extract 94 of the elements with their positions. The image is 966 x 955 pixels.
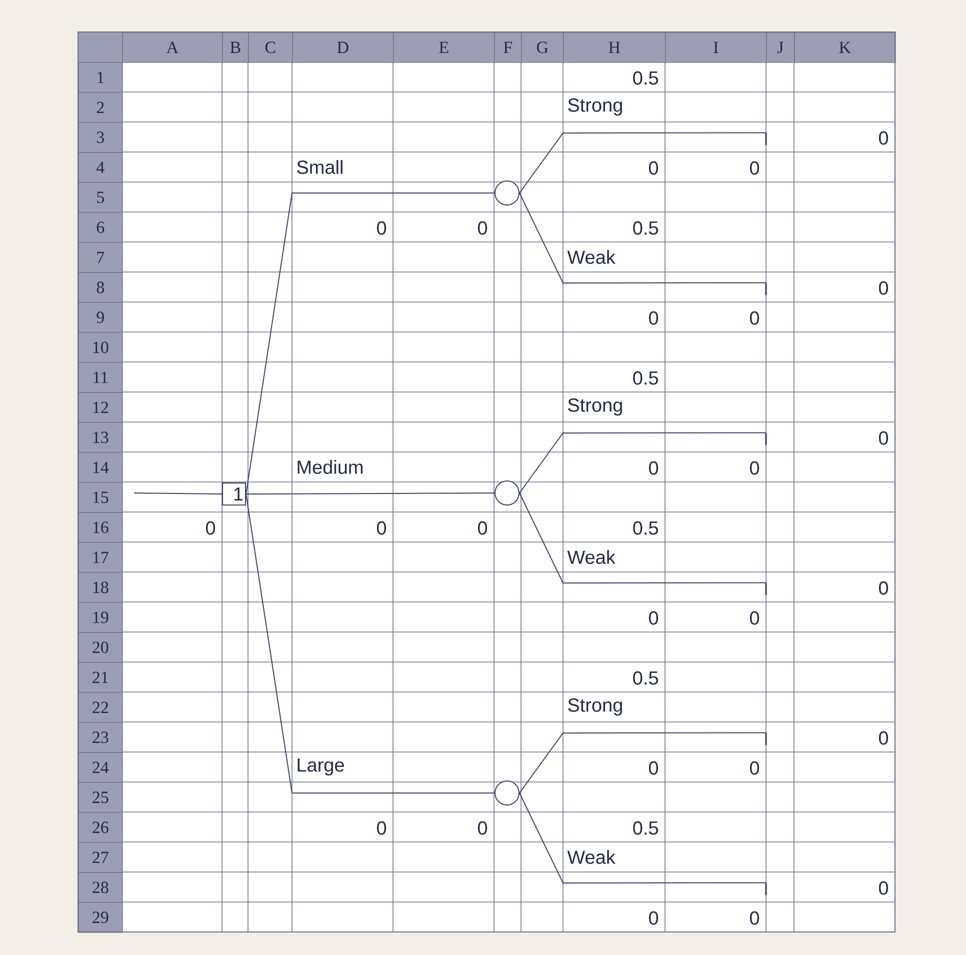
tree-branch	[519, 432, 766, 494]
edge-label: Large	[298, 758, 344, 776]
row-header: 12	[78, 392, 123, 423]
cell-value: 0	[376, 521, 386, 535]
cell-value: 0	[376, 821, 386, 835]
edge-label: Weak	[567, 250, 616, 264]
row-header: 26	[78, 812, 123, 843]
row-header: 24	[78, 752, 123, 783]
cell-value: 0.5	[633, 521, 658, 535]
cell-value: 0	[206, 521, 216, 535]
row-header: 14	[78, 452, 123, 483]
tree-branch	[246, 492, 495, 494]
cell-value: 0	[878, 731, 888, 745]
cell-value: 0	[878, 431, 888, 445]
chance-node	[494, 180, 520, 206]
row-header: 11	[78, 362, 123, 393]
cell-value: 0.5	[633, 821, 658, 835]
cell-value: 0	[648, 611, 658, 625]
column-header: C	[248, 32, 293, 63]
cell-value: 0	[648, 761, 658, 775]
tree-branch	[519, 132, 766, 194]
edge-label: Strong	[568, 98, 622, 116]
cell-value: 0	[750, 311, 760, 325]
row-header: 6	[78, 212, 123, 243]
row-header: 1	[78, 62, 123, 93]
cell-value: 0	[478, 521, 488, 535]
edge-label: Small	[297, 160, 342, 174]
tree-branch	[519, 792, 766, 884]
row-header: 8	[78, 272, 123, 303]
row-header: 20	[78, 632, 123, 663]
cell-value: 0	[878, 881, 888, 895]
cell-value: 0	[376, 221, 386, 235]
row-header: 27	[78, 842, 123, 873]
row-header: 5	[78, 182, 123, 213]
row-header: 9	[78, 302, 123, 333]
tree-branch	[246, 192, 495, 494]
cell-value: 0	[478, 221, 488, 235]
row-header: 13	[78, 422, 123, 453]
row-header: 17	[78, 542, 123, 573]
end-marker	[765, 433, 767, 445]
column-header: J	[766, 32, 795, 63]
cell-value: 0	[648, 311, 658, 325]
cell-value: 0.5	[633, 671, 658, 685]
cell-value: 0	[750, 611, 760, 625]
decision-box: 1	[222, 482, 246, 506]
cell-value: 0	[648, 461, 658, 475]
row-header: 4	[78, 152, 123, 183]
row-header: 22	[78, 692, 123, 723]
row-header: 2	[78, 92, 123, 123]
row-header: 16	[78, 512, 123, 543]
chance-node	[494, 480, 520, 506]
tree-branch	[519, 492, 766, 584]
row-header: 3	[78, 122, 123, 153]
cell-value: 0.5	[633, 371, 658, 385]
cell-value: 0	[878, 281, 888, 295]
end-marker	[765, 583, 767, 595]
end-marker	[765, 733, 767, 745]
end-marker	[765, 283, 767, 295]
edge-label: Weak	[567, 550, 616, 564]
cell-value: 0	[750, 461, 760, 475]
row-header: 19	[78, 602, 123, 633]
row-header: 28	[78, 872, 123, 903]
cell-value: 0	[478, 821, 488, 835]
cell-value: 0	[750, 911, 760, 925]
cell-value: 0	[750, 761, 760, 775]
row-header: 29	[78, 902, 123, 933]
row-header: 18	[78, 572, 123, 603]
tree-branch	[246, 494, 495, 794]
edge-label: Strong	[568, 698, 622, 716]
edge-label: Medium	[298, 460, 363, 474]
end-marker	[765, 883, 767, 895]
cell-value: 0	[648, 161, 658, 175]
row-header: 23	[78, 722, 123, 753]
tree-branch	[519, 732, 766, 794]
tree-branch	[519, 192, 766, 284]
cell-value: 0	[750, 161, 760, 175]
tree-branch	[134, 492, 222, 494]
column-header: B	[222, 32, 249, 63]
column-header: F	[494, 32, 522, 63]
cell-value: 0	[648, 911, 658, 925]
end-marker	[765, 133, 767, 145]
cell-value: 0.5	[633, 221, 658, 235]
row-header: 7	[78, 242, 123, 273]
row-header: 15	[78, 482, 123, 513]
row-header: 25	[78, 782, 123, 813]
cell-value: 0	[878, 581, 888, 595]
row-header: 21	[78, 662, 123, 693]
cell-value: 0	[878, 131, 888, 145]
column-header: G	[521, 32, 564, 63]
edge-label: Weak	[567, 850, 616, 864]
edge-label: Strong	[568, 398, 622, 416]
chance-node	[494, 780, 520, 806]
row-header: 10	[78, 332, 123, 363]
cell-value: 0.5	[633, 71, 658, 85]
